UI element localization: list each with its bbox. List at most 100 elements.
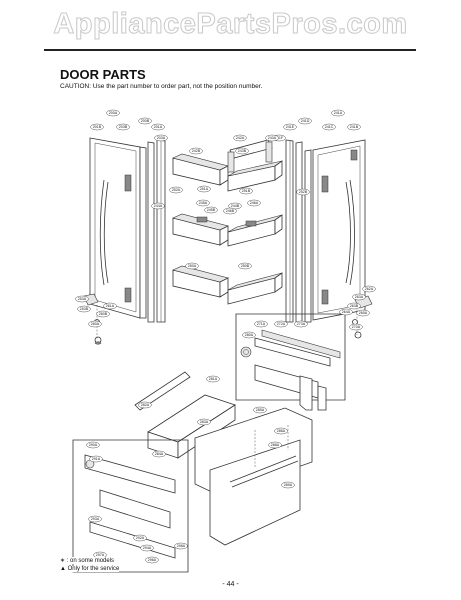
left-door-gasket [147, 141, 155, 323]
callout-201a: 201A [151, 123, 165, 131]
callout-286a: 286A [274, 427, 288, 435]
svg-text:253B: 253B [80, 307, 89, 311]
legend-some-models: ∗ : on some models [60, 557, 115, 564]
callout-253b: 253B [77, 305, 91, 313]
svg-text:246A: 246A [250, 201, 259, 205]
callout-250b: 250B [238, 262, 252, 270]
svg-text:272A: 272A [277, 322, 286, 326]
svg-text:288A: 288A [271, 443, 280, 447]
door-bins [172, 139, 283, 305]
callout-260b: 260B [96, 310, 110, 318]
svg-text:250B: 250B [241, 264, 250, 268]
callout-245b: 245B [204, 206, 218, 214]
callout-246b: 246B [223, 207, 237, 215]
freezer-drawer-box [72, 439, 189, 573]
callout-251a: 251A [197, 185, 211, 193]
right-door-handle [349, 179, 355, 286]
callout-201b: 201B [90, 123, 104, 131]
header-rule [44, 49, 416, 51]
callout-252a: 252A [169, 186, 183, 194]
rail-detail-frame [235, 313, 346, 401]
callout-263b: 263B [347, 302, 361, 310]
freezer-basket [147, 394, 236, 459]
callout-285a: 285A [253, 406, 267, 414]
door-bin-left-2 [172, 213, 229, 246]
svg-text:261A: 261A [106, 304, 115, 308]
svg-text:200A: 200A [109, 111, 118, 115]
callout-243b: 243B [235, 147, 249, 155]
callout-245a: 245A [196, 199, 210, 207]
right-door-assembly [285, 139, 373, 323]
svg-text:263B: 263B [350, 304, 359, 308]
door-bin-left-3 [172, 265, 229, 298]
callout-241c: 241C [322, 123, 336, 131]
svg-text:271A: 271A [257, 322, 266, 326]
svg-text:297A: 297A [96, 553, 105, 557]
svg-text:284A: 284A [155, 452, 164, 456]
callout-292a: 292A [133, 534, 147, 542]
svg-text:241F: 241F [275, 136, 284, 140]
page-number: - 44 - [222, 581, 239, 588]
callout-251b: 251B [239, 187, 253, 195]
svg-text:242B: 242B [192, 149, 201, 153]
callout-298a: 298A [174, 542, 188, 550]
svg-text:293A: 293A [91, 517, 100, 521]
callout-242a: 242A [233, 134, 247, 142]
svg-text:241A: 241A [334, 111, 343, 115]
callout-262a: 262A [362, 285, 376, 293]
callout-261a: 261A [103, 302, 117, 310]
freezer-divider [134, 371, 191, 411]
left-door-handle [99, 179, 105, 286]
callout-244a: 244A [151, 202, 165, 210]
legend-service-only: ▲ Only for the service [60, 566, 120, 572]
callout-289a: 289A [281, 481, 295, 489]
svg-text:285A: 285A [256, 408, 265, 412]
section-title: DOOR PARTS [60, 67, 146, 82]
svg-text:241E: 241E [286, 125, 295, 129]
left-door-assembly [83, 137, 166, 323]
callout-283a: 283A [197, 418, 211, 426]
right-door-panel [312, 139, 366, 321]
callout-246a: 246A [247, 199, 261, 207]
callout-263a: 263A [352, 293, 366, 301]
right-door-gasket [295, 141, 303, 323]
drawer-slide [99, 489, 171, 529]
callout-203a: 203A [154, 134, 168, 142]
callout-244b: 244B [228, 202, 242, 210]
svg-text:291A: 291A [92, 457, 101, 461]
callout-241a: 241A [331, 109, 345, 117]
svg-text:298A: 298A [177, 544, 186, 548]
callout-272a: 272A [274, 320, 288, 328]
svg-text:251B: 251B [242, 189, 251, 193]
svg-text:262A: 262A [365, 287, 374, 291]
callout-200b: 200B [138, 117, 152, 125]
callout-241e: 241E [283, 123, 297, 131]
svg-text:245B: 245B [207, 208, 216, 212]
drawer-door-handle [229, 455, 297, 483]
svg-text:241B: 241B [350, 125, 359, 129]
callout-281a: 281A [206, 375, 220, 383]
callout-250a: 250A [185, 262, 199, 270]
svg-text:244A: 244A [154, 204, 163, 208]
svg-text:286A: 286A [277, 429, 286, 433]
callout-293a: 293A [88, 515, 102, 523]
svg-text:260A: 260A [91, 322, 100, 326]
svg-text:243A: 243A [268, 136, 277, 140]
svg-text:251A: 251A [200, 187, 209, 191]
door-bin-left-1 [172, 153, 229, 186]
door-bin-right-3 [227, 272, 283, 305]
svg-text:296A: 296A [148, 558, 157, 562]
watermark-logo: AppliancePartsPros.com [53, 8, 408, 41]
svg-text:203A: 203A [157, 136, 166, 140]
callout-253a: 253A [75, 295, 89, 303]
drawer-rail-left [254, 337, 331, 367]
right-lower-hardware [352, 306, 362, 339]
svg-text:203B: 203B [119, 125, 128, 129]
svg-text:245A: 245A [199, 201, 208, 205]
svg-text:201A: 201A [154, 125, 163, 129]
callout-264a: 264A [339, 308, 353, 316]
svg-text:270A: 270A [352, 325, 361, 329]
drawer-door-panel [209, 439, 301, 546]
